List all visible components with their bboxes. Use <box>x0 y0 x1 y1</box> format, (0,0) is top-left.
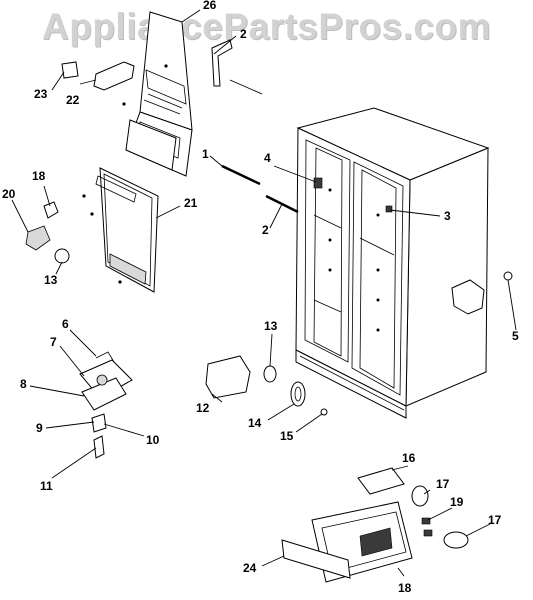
panel-20 <box>281 539 351 579</box>
callout-18b: 19 <box>450 495 464 509</box>
callout-1: 1 <box>202 147 209 161</box>
callout-6: 6 <box>62 317 69 331</box>
callout-22: 21 <box>184 196 198 210</box>
callout-4: 4 <box>264 151 271 165</box>
bulb-17a <box>411 485 429 507</box>
oval-part <box>290 381 306 407</box>
socket-18a <box>421 517 431 525</box>
callout-5: 5 <box>512 329 519 343</box>
callout-20: 24 <box>243 561 257 575</box>
callout-16: 16 <box>402 451 416 465</box>
callout-13a: 13 <box>44 273 58 287</box>
rear-panel-assembly <box>122 11 193 177</box>
watermark: AppliancePartsPros.com <box>42 6 491 47</box>
control-assembly <box>79 351 133 459</box>
callout-24: 23 <box>34 87 48 101</box>
small-screw <box>320 408 328 416</box>
callout-11: 11 <box>40 479 53 493</box>
small-block <box>61 61 79 79</box>
callout-8: 8 <box>20 377 27 391</box>
light-cover <box>25 225 51 251</box>
bulb-17b <box>443 531 469 549</box>
callout-7: 7 <box>50 335 57 349</box>
evaporator-cover <box>82 167 159 293</box>
light-bulb-2 <box>263 365 277 383</box>
refrigerator-cabinet <box>295 107 490 419</box>
dispenser-assembly <box>281 467 469 583</box>
callout-17a: 17 <box>436 477 450 491</box>
callout-labels: 26 23 22 1 4 18 20 21 3 2 13 6 13 5 7 8 … <box>2 0 519 595</box>
hinge-bracket <box>313 177 323 189</box>
callout-12: 12 <box>196 401 210 415</box>
callout-19: 18 <box>398 581 412 595</box>
callout-9: 9 <box>36 421 43 435</box>
light-bulb <box>54 248 70 264</box>
callout-2b: 2 <box>240 27 247 41</box>
light-socket <box>43 201 59 219</box>
leader-lines <box>11 9 517 577</box>
callout-21: 20 <box>2 187 16 201</box>
callout-10: 10 <box>146 433 160 447</box>
callout-17b: 17 <box>488 513 502 527</box>
callout-14: 14 <box>248 416 262 430</box>
callout-18a: 18 <box>32 169 46 183</box>
screw <box>385 205 393 213</box>
callout-13b: 13 <box>264 319 278 333</box>
cover-16 <box>357 467 405 495</box>
callout-3: 3 <box>444 209 451 223</box>
callout-2: 2 <box>262 223 269 237</box>
light-shield <box>205 355 251 399</box>
callout-15: 15 <box>280 429 294 443</box>
duct-part <box>93 61 135 91</box>
callout-23: 22 <box>66 93 80 107</box>
socket-18b <box>423 529 433 537</box>
grommet <box>503 271 513 281</box>
callout-26: 26 <box>203 0 217 12</box>
